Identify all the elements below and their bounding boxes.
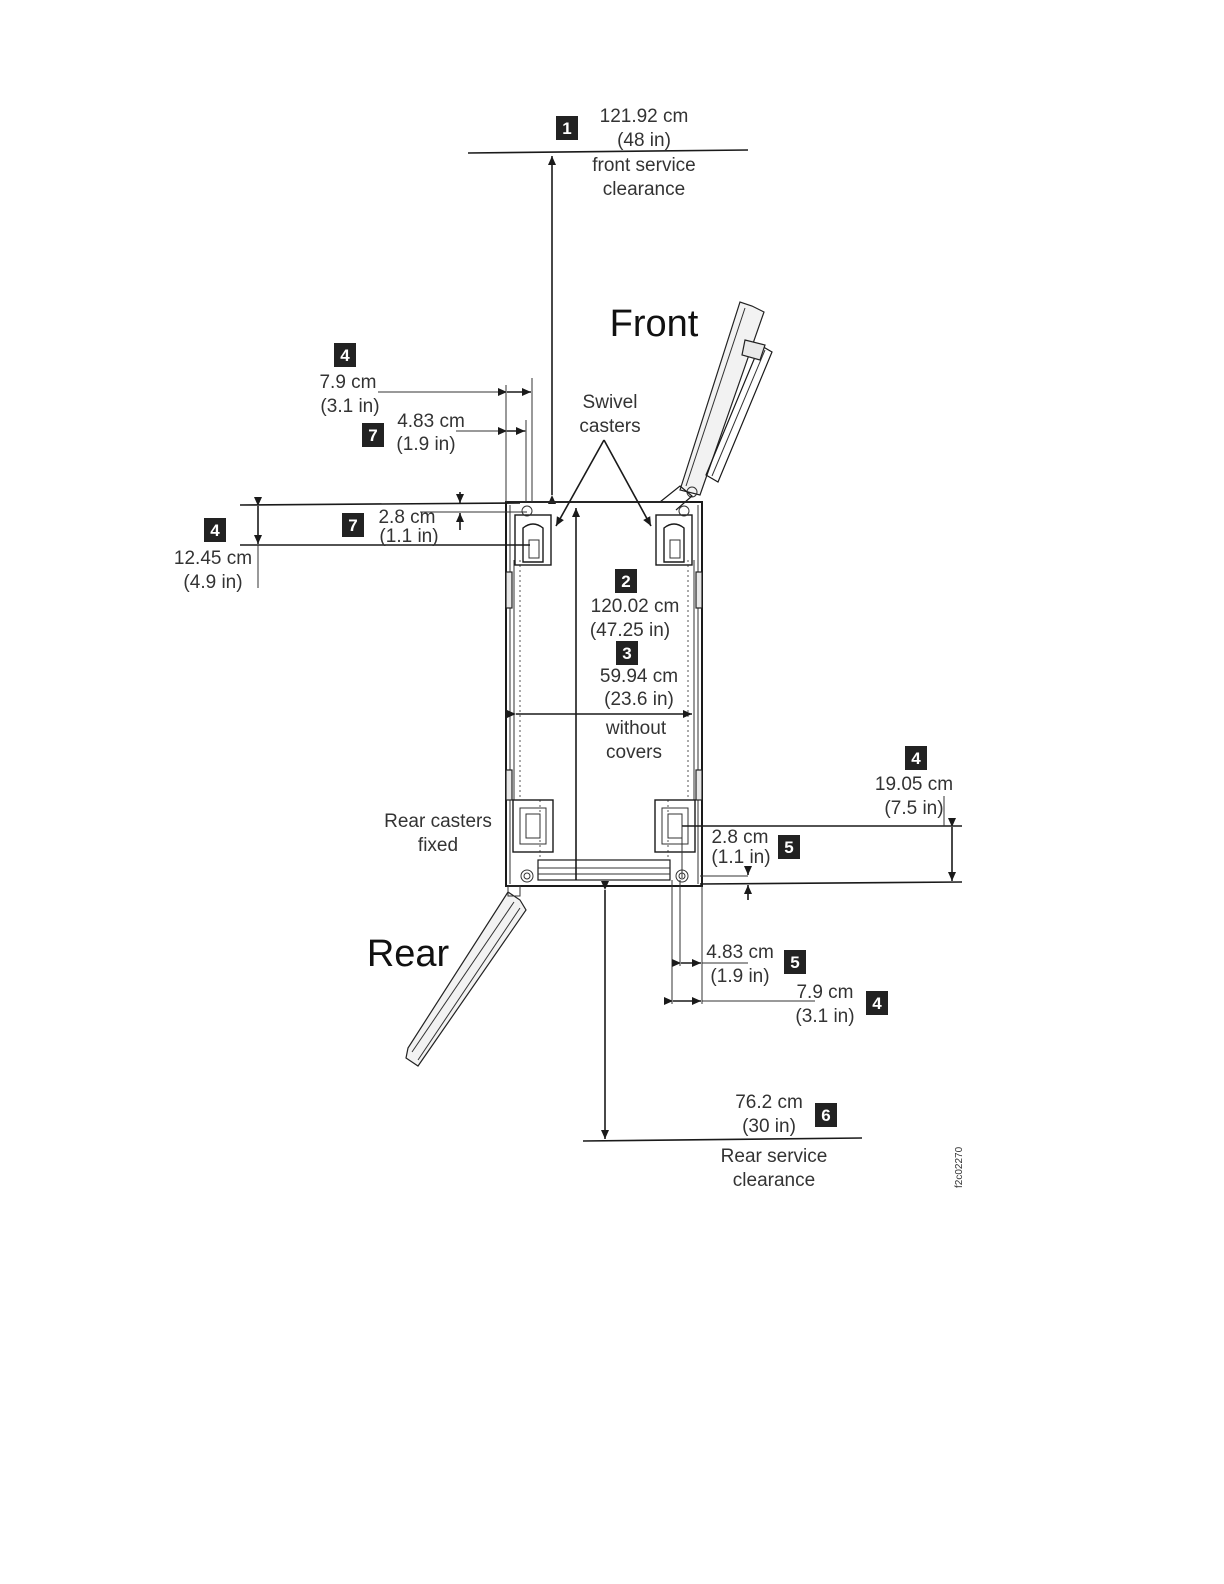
front-label: Front — [610, 303, 699, 345]
right-1905-cm: 19.05 cm — [875, 774, 953, 795]
left-1245-in: (4.9 in) — [183, 572, 242, 593]
callout-badge-4-bottom: 4 — [866, 991, 888, 1015]
right-1905-in: (7.5 in) — [884, 798, 943, 819]
width-cm: 59.94 cm — [600, 666, 678, 687]
swivel-label-2: casters — [579, 416, 640, 437]
bottom-483-cm: 4.83 cm — [706, 942, 774, 963]
front-clearance-line — [467, 149, 749, 154]
bottom-79-in: (3.1 in) — [795, 1006, 854, 1027]
front-door-open — [659, 301, 773, 511]
swivel-arrow-left — [555, 439, 605, 527]
svg-text:6: 6 — [821, 1106, 830, 1125]
bottom-483-in: (1.9 in) — [710, 966, 769, 987]
left-1245-dim — [239, 497, 530, 588]
front-left-swivel-caster — [514, 505, 552, 566]
callout-badge-5-bottom: 5 — [784, 950, 806, 974]
right-28-cm: 2.8 cm — [711, 827, 768, 848]
callout-badge-7-mid: 7 — [342, 513, 364, 537]
svg-text:4: 4 — [210, 521, 220, 540]
left-1245-cm: 12.45 cm — [174, 548, 252, 569]
callout-badge-6: 6 — [815, 1103, 837, 1127]
bottom-right-offset-dims — [664, 880, 815, 1005]
right-28-in: (1.1 in) — [711, 847, 770, 868]
rear-clearance-line — [582, 1137, 863, 1142]
top-left-offset-dims — [378, 378, 533, 502]
callout-badge-4-left: 4 — [204, 518, 226, 542]
svg-text:5: 5 — [790, 953, 799, 972]
front-clearance-in: (48 in) — [617, 130, 671, 151]
rear-clearance-text-2: clearance — [733, 1170, 815, 1191]
callout-badge-4-top-left: 4 — [334, 343, 356, 367]
width-note-2: covers — [606, 742, 662, 763]
svg-text:2: 2 — [621, 572, 630, 591]
top-left-79-cm: 7.9 cm — [319, 372, 376, 393]
top-left-79-in: (3.1 in) — [320, 396, 379, 417]
rear-left-fixed-caster — [512, 799, 554, 883]
svg-text:4: 4 — [340, 346, 350, 365]
depth-in: (47.25 in) — [590, 620, 670, 641]
callout-badge-5-right: 5 — [778, 835, 800, 859]
width-note-1: without — [605, 718, 667, 739]
rear-label: Rear — [367, 933, 450, 975]
top-left-483-in: (1.9 in) — [396, 434, 455, 455]
svg-text:1: 1 — [562, 119, 571, 138]
callout-badge-1: 1 — [556, 116, 578, 140]
callout-badge-7-top: 7 — [362, 423, 384, 447]
svg-text:5: 5 — [784, 838, 793, 857]
top-left-28-dim — [420, 492, 527, 530]
front-clearance-text-1: front service — [592, 155, 695, 176]
depth-cm: 120.02 cm — [591, 596, 680, 617]
front-clearance-text-2: clearance — [603, 179, 685, 200]
svg-text:7: 7 — [368, 426, 377, 445]
rear-right-fixed-caster — [654, 799, 696, 883]
rear-clearance-text-1: Rear service — [721, 1146, 828, 1167]
right-side-dims — [681, 796, 963, 900]
rear-casters-label-1: Rear casters — [384, 811, 492, 832]
svg-text:4: 4 — [872, 994, 882, 1013]
bottom-79-cm: 7.9 cm — [796, 982, 853, 1003]
top-left-483-cm: 4.83 cm — [397, 411, 465, 432]
callout-badge-2: 2 — [615, 569, 637, 593]
callout-badge-3: 3 — [616, 641, 638, 665]
top-left-28-in: (1.1 in) — [379, 526, 438, 547]
callout-badge-4-right: 4 — [905, 746, 927, 770]
figure-id: f2c02270 — [954, 1146, 965, 1188]
rear-casters-label-2: fixed — [418, 835, 458, 856]
svg-text:3: 3 — [622, 644, 631, 663]
front-right-swivel-caster — [655, 505, 693, 566]
svg-text:7: 7 — [348, 516, 357, 535]
rear-clearance-cm: 76.2 cm — [735, 1092, 803, 1113]
rear-clearance-in: (30 in) — [742, 1116, 796, 1137]
svg-text:4: 4 — [911, 749, 921, 768]
rear-door-open — [405, 885, 527, 1067]
swivel-arrow-right — [603, 439, 652, 527]
front-clearance-cm: 121.92 cm — [600, 106, 689, 127]
width-in: (23.6 in) — [604, 689, 674, 710]
top-left-28-cm: 2.8 cm — [378, 507, 435, 528]
swivel-label-1: Swivel — [583, 392, 638, 413]
